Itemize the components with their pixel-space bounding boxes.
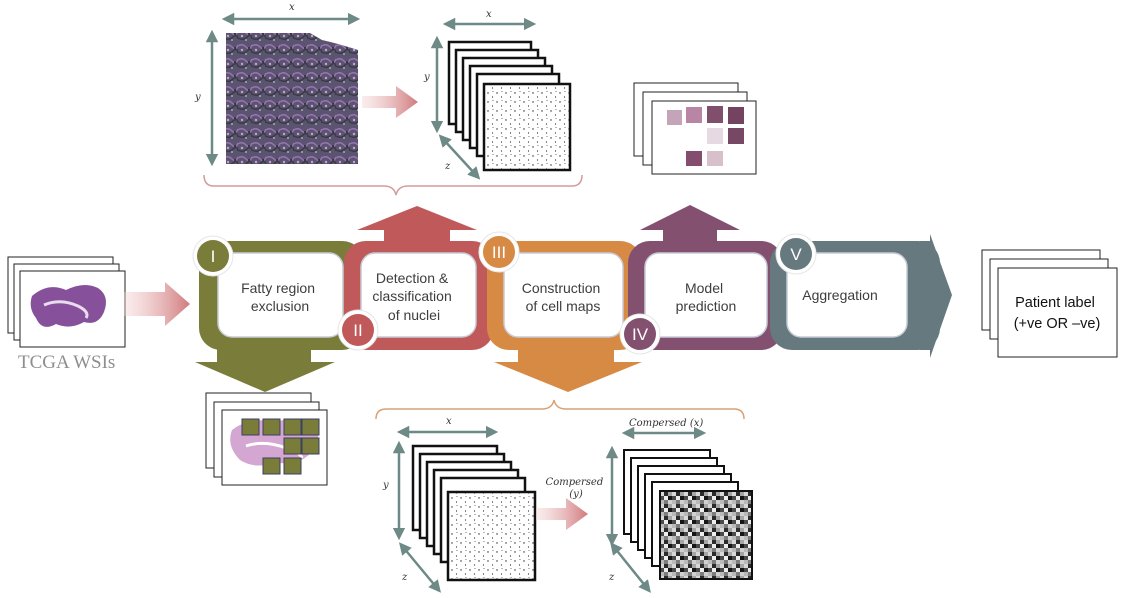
axis-label-y: y <box>382 480 389 491</box>
stage-cell-maps <box>487 241 642 392</box>
svg-text:IV: IV <box>632 325 649 344</box>
top-brace <box>203 174 583 196</box>
badge-stage-3: III <box>478 231 520 273</box>
badge-stage-4: IV <box>619 313 661 355</box>
axis-label-y: y <box>423 72 430 83</box>
patient-label-cards <box>981 249 1118 358</box>
svg-text:V: V <box>790 245 802 264</box>
tissue-to-cellmap-arrow <box>362 86 418 118</box>
input-arrow <box>124 282 190 326</box>
tile-selection-cards <box>205 392 328 486</box>
cell-map-stack-bottom: x y z <box>382 416 537 593</box>
axis-label-y: y <box>194 92 201 103</box>
badge-stage-5: V <box>775 233 817 275</box>
stage-aggregation <box>770 234 952 358</box>
stage-1-label: Fatty region exclusion <box>241 280 319 314</box>
badge-stage-2: II <box>337 309 379 351</box>
stage-4-label: Model prediction <box>676 280 737 314</box>
compressed-map-stack: Compersed (x) z <box>605 418 753 593</box>
wsi-label: TCGA WSIs <box>18 352 115 373</box>
svg-text:II: II <box>353 321 362 340</box>
wsi-tissue-image <box>30 284 107 327</box>
compressed-y-label: Compersed (y) <box>546 477 607 500</box>
cell-map-stack-top: x y z <box>423 9 572 180</box>
wsi-stack <box>7 256 126 348</box>
tissue-tile-image <box>226 33 358 164</box>
patient-label: Patient label (+ve OR –ve) <box>1014 295 1101 332</box>
compression-arrow <box>536 498 588 530</box>
bottom-brace <box>375 399 745 420</box>
stage-fatty-region <box>195 241 364 392</box>
badge-stage-1: I <box>192 235 234 277</box>
svg-text:III: III <box>492 243 506 262</box>
stage-3-label: Construction of cell maps <box>522 280 604 314</box>
axis-label-x: x <box>289 2 295 13</box>
stage-2-label: Detection & classification of nuclei <box>372 270 455 323</box>
stage-5-label: Aggregation <box>802 287 878 303</box>
axis-label-x: x <box>486 9 492 20</box>
axis-label-z: z <box>608 572 615 583</box>
prediction-cards <box>633 82 757 175</box>
compressed-x-label: Compersed (x) <box>629 418 703 429</box>
axis-label-z: z <box>444 161 451 172</box>
axis-label-z: z <box>401 572 408 583</box>
svg-text:I: I <box>211 247 216 266</box>
stage-model-prediction <box>628 205 783 350</box>
axis-label-x: x <box>446 416 452 427</box>
tissue-tile-group: x y <box>194 2 418 167</box>
stage-nuclei-detection <box>344 206 494 350</box>
